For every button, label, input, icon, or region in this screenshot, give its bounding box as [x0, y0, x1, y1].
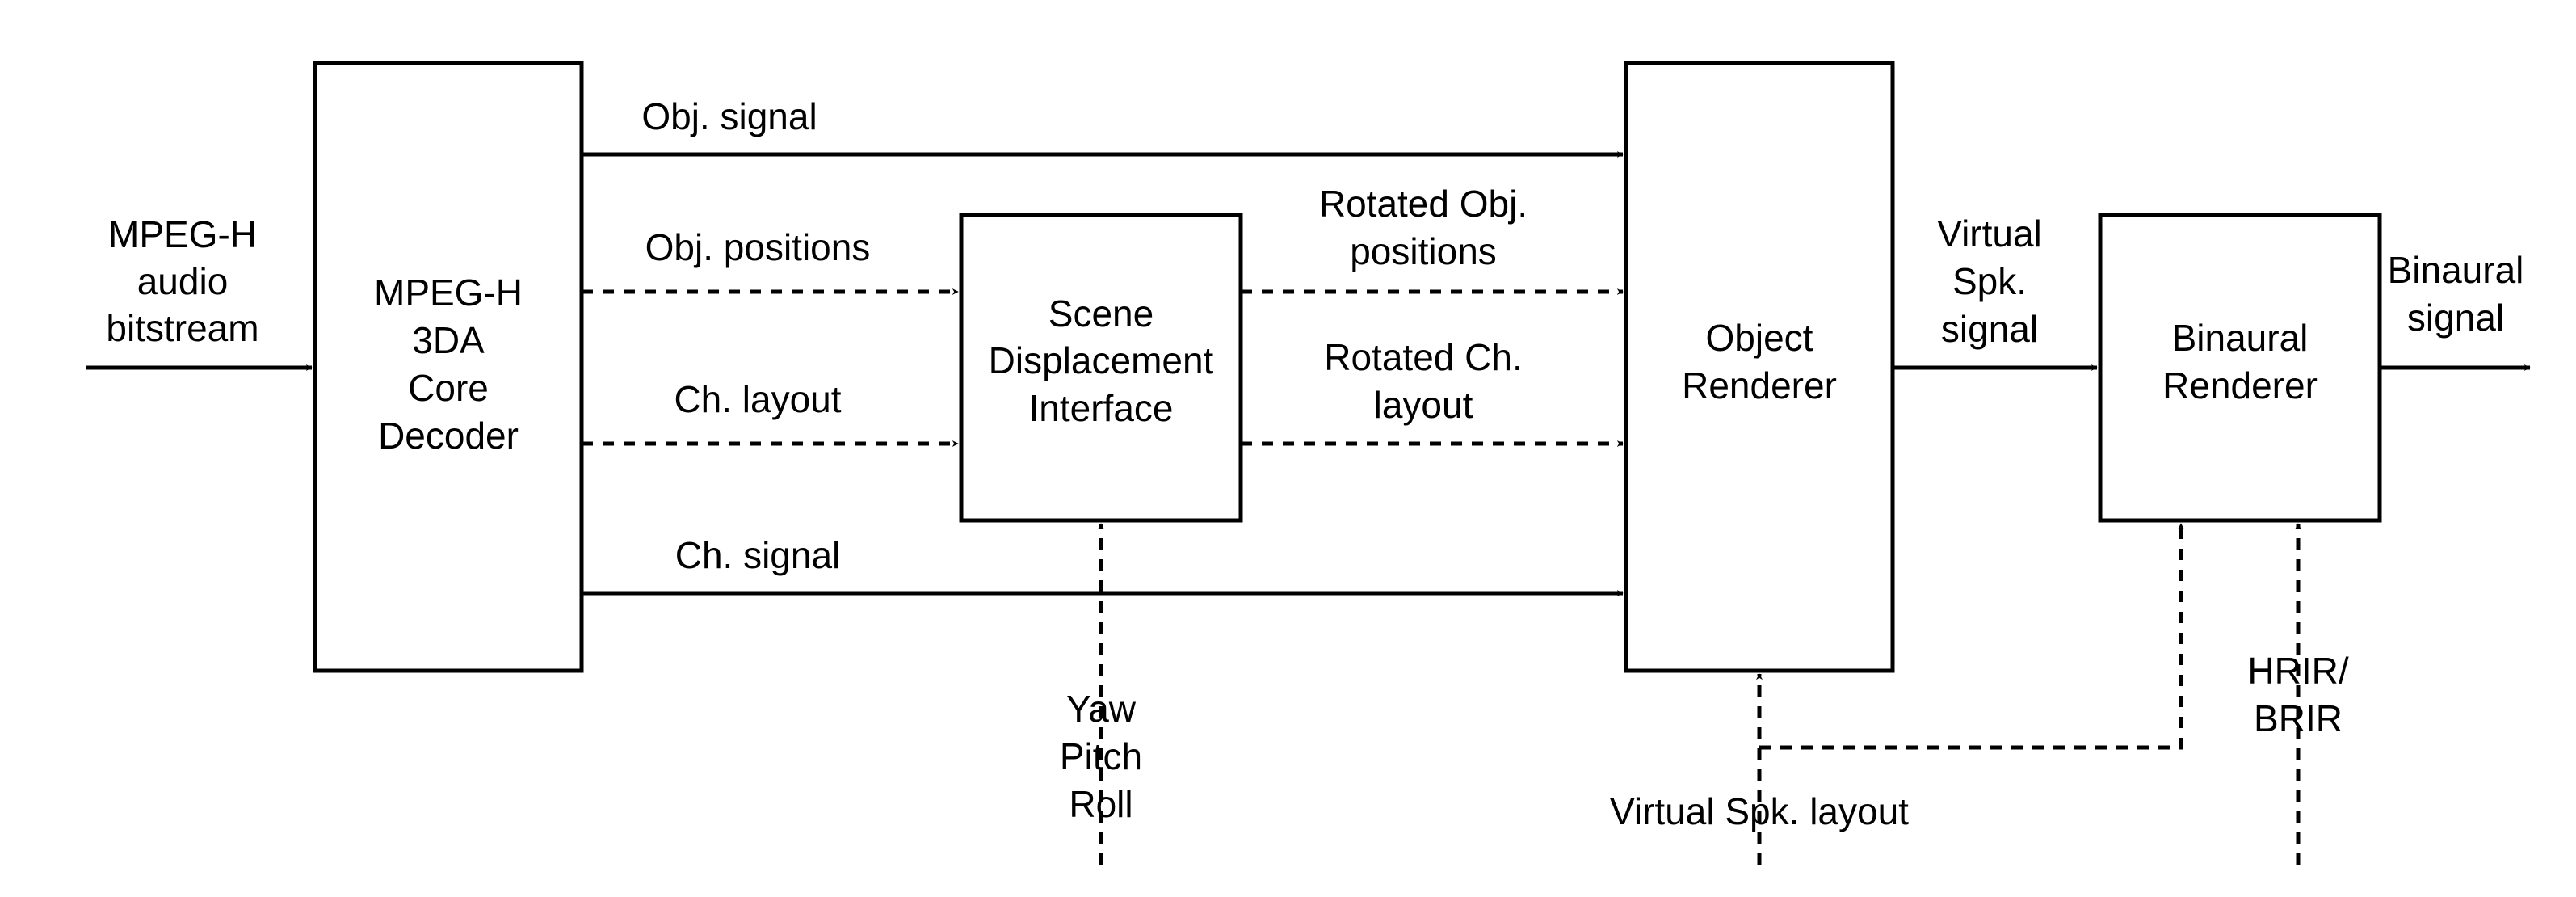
- virtual-spk-layout-label: Virtual Spk. layout: [1610, 790, 1909, 832]
- binaural-output-label-1: Binaural: [2388, 249, 2524, 291]
- virtual-spk-layout-branch-arrow: [1759, 523, 2184, 750]
- orientation-label-roll: Roll: [1069, 783, 1133, 825]
- scene-displacement-label-3: Interface: [1029, 387, 1174, 429]
- obj-positions-label: Obj. positions: [645, 226, 871, 268]
- rotated-ch-layout-label-2: layout: [1374, 384, 1473, 426]
- binaural-renderer-label-1: Binaural: [2172, 317, 2309, 359]
- obj-signal-label: Obj. signal: [641, 95, 817, 137]
- ch-layout-label: Ch. layout: [674, 378, 841, 420]
- input-label-1: MPEG-H: [108, 213, 257, 255]
- scene-displacement-block: [959, 213, 1243, 523]
- rotated-obj-positions-label-2: positions: [1350, 230, 1497, 272]
- input-label-2: audio: [137, 260, 229, 302]
- decoder-label-1: MPEG-H: [374, 272, 523, 314]
- binaural-renderer-block: [2098, 213, 2382, 523]
- hrir-brir-label-2: BRIR: [2254, 697, 2343, 739]
- rotated-obj-positions-label-1: Rotated Obj.: [1319, 183, 1528, 225]
- object-renderer-label-2: Renderer: [1682, 364, 1837, 406]
- ch-signal-label: Ch. signal: [675, 534, 841, 576]
- orientation-label-yaw: Yaw: [1066, 688, 1137, 730]
- orientation-label-pitch: Pitch: [1060, 735, 1142, 777]
- decoder-label-2: 3DA: [412, 319, 485, 361]
- object-renderer-block: [1624, 61, 1895, 673]
- hrir-brir-label-1: HRIR/: [2247, 650, 2348, 692]
- core-decoder-block: [313, 61, 584, 673]
- decoder-label-4: Decoder: [378, 415, 519, 457]
- virtual-spk-signal-label-2: Spk.: [1952, 260, 2027, 302]
- scene-displacement-label-2: Displacement: [989, 339, 1214, 381]
- decoder-label-3: Core: [408, 367, 489, 409]
- binaural-renderer-label-2: Renderer: [2162, 364, 2318, 406]
- binaural-output-label-2: signal: [2407, 297, 2504, 339]
- virtual-spk-signal-label-3: signal: [1941, 308, 2038, 350]
- virtual-spk-signal-label-1: Virtual: [1937, 213, 2042, 255]
- rotated-ch-layout-label-1: Rotated Ch.: [1324, 336, 1522, 378]
- scene-displacement-label-1: Scene: [1048, 293, 1154, 335]
- input-label-3: bitstream: [106, 307, 258, 349]
- object-renderer-label-1: Object: [1706, 317, 1813, 359]
